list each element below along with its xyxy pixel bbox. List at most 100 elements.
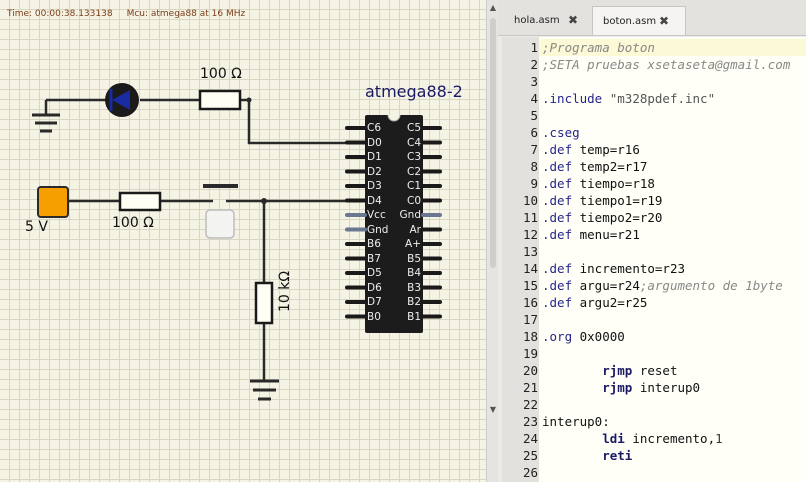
code-line[interactable]: 5 — [502, 107, 806, 124]
pin-label: Ar — [409, 223, 422, 236]
code-line[interactable]: 13 — [502, 243, 806, 260]
pin-label: B1 — [407, 310, 421, 323]
resistor-vertical[interactable] — [254, 281, 274, 325]
code-line[interactable]: 24 ldi incremento,1 — [502, 430, 806, 447]
code-line[interactable]: 9.def tiempo=r18 — [502, 175, 806, 192]
line-number: 11 — [522, 210, 538, 225]
tab-label: boton.asm — [603, 16, 657, 27]
chip-title: atmega88-2 — [365, 82, 463, 101]
push-button[interactable] — [203, 184, 238, 239]
code-line[interactable]: 17 — [502, 311, 806, 328]
code-line[interactable]: 22 — [502, 396, 806, 413]
resistor-top-label: 100 Ω — [200, 66, 242, 82]
code-line[interactable]: 12.def menu=r21 — [502, 226, 806, 243]
code-line[interactable]: 16.def argu2=r25 — [502, 294, 806, 311]
pin-label: Gnd — [399, 209, 421, 221]
pin-label: C0 — [406, 194, 421, 207]
code-line[interactable]: 20 rjmp reset — [502, 362, 806, 379]
line-number: 3 — [530, 74, 538, 89]
pin-label: D0 — [367, 136, 382, 149]
code-text: .org 0x0000 — [542, 329, 625, 344]
resistor-mid-label: 100 Ω — [112, 215, 154, 231]
code-line[interactable]: 6.cseg — [502, 124, 806, 141]
status-time: Time: 00:00:38.133138 — [7, 9, 113, 19]
pin-label: C1 — [406, 180, 421, 192]
circuit-canvas[interactable]: Time: 00:00:38.133138 Mcu: atmega88 at 16… — [0, 0, 486, 482]
code-line[interactable]: 3 — [502, 73, 806, 90]
tab-boton-asm[interactable]: boton.asm ✖ — [592, 6, 686, 35]
scroll-up-icon[interactable]: ▲ — [489, 3, 497, 12]
pin-label: C3 — [406, 151, 421, 163]
led-component[interactable] — [105, 83, 139, 117]
code-line[interactable]: 21 rjmp interup0 — [502, 379, 806, 396]
code-line[interactable]: 14.def incremento=r23 — [502, 260, 806, 277]
pin-label: B2 — [407, 296, 421, 308]
pin-label: D6 — [367, 281, 382, 294]
line-number: 1 — [530, 40, 538, 55]
line-number: 16 — [522, 295, 538, 310]
source-label: 5 V — [25, 219, 48, 235]
pin-label: B0 — [367, 310, 381, 323]
pin-label: D5 — [367, 267, 382, 279]
line-number: 13 — [522, 244, 538, 259]
pin-label: D4 — [367, 194, 382, 207]
voltage-source[interactable] — [37, 186, 69, 218]
mcu-chip[interactable] — [365, 114, 423, 333]
code-line[interactable]: 19 — [502, 345, 806, 362]
status-mcu: Mcu: atmega88 at 16 MHz — [126, 9, 246, 19]
line-number: 10 — [522, 193, 538, 208]
code-line[interactable]: 15 .def argu=r24;argumento de 1byte — [502, 277, 806, 294]
code-text: rjmp reset — [602, 363, 678, 378]
code-line[interactable]: 1;Programa boton — [502, 39, 806, 56]
pin-label: D7 — [367, 296, 382, 308]
code-line[interactable]: 7.def temp=r16 — [502, 141, 806, 158]
line-number: 5 — [530, 108, 538, 123]
tab-label: hola.asm — [514, 15, 560, 26]
scroll-down-icon[interactable]: ▼ — [489, 405, 497, 414]
pin-label: B5 — [407, 252, 421, 265]
code-text: .def incremento=r23 — [542, 261, 685, 276]
pin-label: B7 — [367, 252, 381, 265]
code-line[interactable]: 23 interup0: — [502, 413, 806, 430]
pin-label: D1 — [367, 151, 382, 163]
close-icon[interactable]: ✖ — [659, 14, 670, 28]
ground-symbol-top — [32, 113, 60, 133]
code-line[interactable]: 2;SETA pruebas xsetaseta@gmail.com — [502, 56, 806, 73]
code-line[interactable]: 11.def tiempo2=r20 — [502, 209, 806, 226]
line-number: 22 — [522, 397, 538, 412]
pin-label: C4 — [406, 136, 421, 149]
scrollbar-thumb[interactable] — [490, 18, 496, 268]
circuit-scrollbar[interactable]: ▲ ▼ — [486, 0, 499, 482]
line-number: 7 — [530, 142, 538, 157]
code-line[interactable]: 10.def tiempo1=r19 — [502, 192, 806, 209]
code-text: interup0: — [542, 414, 610, 429]
code-line[interactable]: 4 .include "m328pdef.inc" — [502, 90, 806, 107]
line-number: 23 — [522, 414, 538, 429]
resistor-top[interactable] — [198, 89, 242, 111]
line-number: 4 — [530, 91, 538, 106]
line-number: 6 — [530, 125, 538, 140]
line-number: 2 — [530, 57, 538, 72]
line-number: 21 — [522, 380, 538, 395]
wires — [44, 98, 350, 380]
pin-label: C5 — [406, 122, 421, 134]
pin-label: A+ — [405, 238, 421, 250]
schematic — [32, 83, 442, 401]
resistor-mid[interactable] — [118, 191, 162, 212]
status-bar: Time: 00:00:38.133138 Mcu: atmega88 at 16… — [7, 9, 259, 19]
line-number: 15 — [522, 278, 538, 293]
code-text: .include "m328pdef.inc" — [542, 91, 716, 106]
tab-hola-asm[interactable]: hola.asm ✖ — [504, 6, 592, 35]
pin-label: C2 — [406, 165, 421, 178]
code-line[interactable]: 26 — [502, 464, 806, 481]
code-line[interactable]: 25 reti — [502, 447, 806, 464]
code-line[interactable]: 8.def temp2=r17 — [502, 158, 806, 175]
code-text: ldi incremento,1 — [602, 431, 723, 446]
close-icon[interactable]: ✖ — [568, 13, 579, 27]
code-line[interactable]: 18.org 0x0000 — [502, 328, 806, 345]
code-text: .def argu=r24;argumento de 1byte — [542, 278, 783, 293]
line-number: 8 — [530, 159, 538, 174]
line-number: 20 — [522, 363, 538, 378]
